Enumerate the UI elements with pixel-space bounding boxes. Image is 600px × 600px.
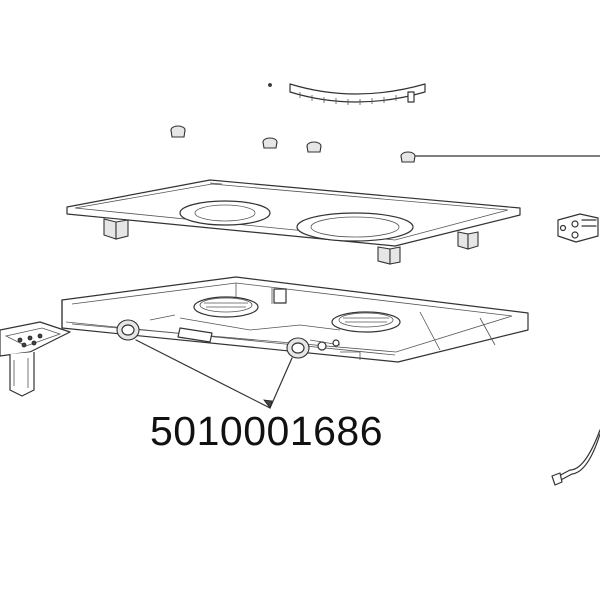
- rubber-foot-3: [306, 141, 322, 153]
- small-dot: [268, 83, 272, 87]
- control-panel-left: [0, 321, 71, 397]
- burner-cap-top: [289, 83, 426, 105]
- rubber-foot-2: [262, 137, 278, 149]
- rubber-foot-4: [400, 151, 416, 163]
- top-plate: [66, 179, 521, 265]
- thermocouple-wire: [551, 429, 600, 486]
- base-tray: [61, 276, 529, 363]
- hinge-bracket: [557, 213, 599, 243]
- leader-lines: [135, 339, 293, 409]
- rubber-foot-1: [170, 125, 186, 138]
- part-number-label: 5010001686: [150, 408, 384, 454]
